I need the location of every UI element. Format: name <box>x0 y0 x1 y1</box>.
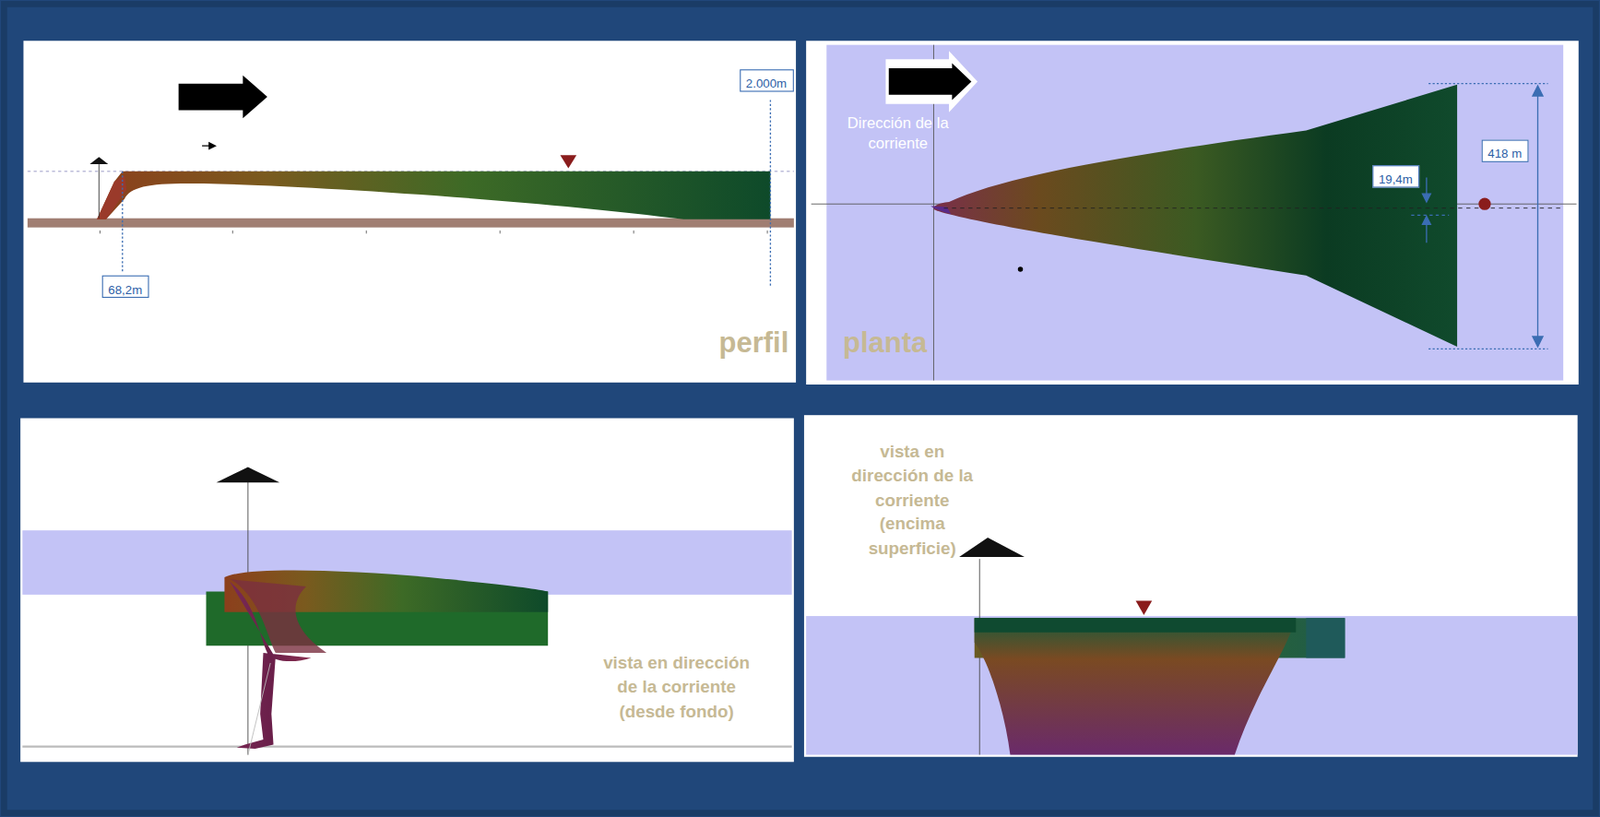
dimension-value: 418 m <box>1487 146 1522 161</box>
dimension-box: 68,2m <box>102 275 150 298</box>
current-direction-label: Dirección de la corriente <box>846 113 949 154</box>
dimension-value: 68,2m <box>107 282 143 297</box>
view-title: vista en dirección de la corriente (desd… <box>600 651 754 724</box>
dimension-box: 19,4m <box>1372 165 1420 188</box>
view-title: planta <box>842 322 996 363</box>
dimension-box: 2.000m <box>739 69 795 92</box>
view-panel: vista en dirección de la corriente (enci… <box>804 414 1578 758</box>
view-title: perfil <box>635 322 789 363</box>
view-panel: planta 19,4m 418 m <box>805 40 1579 385</box>
dimension-value: 19,4m <box>1378 172 1413 187</box>
view-panel: perfil 2.000m 68,2m <box>23 40 796 383</box>
dimension-value: 2.000m <box>746 76 787 91</box>
view-panel: vista en dirección de la corriente (desd… <box>20 418 795 763</box>
view-title: vista en dirección de la corriente (enci… <box>842 439 982 562</box>
dimension-box: 418 m <box>1481 140 1529 163</box>
